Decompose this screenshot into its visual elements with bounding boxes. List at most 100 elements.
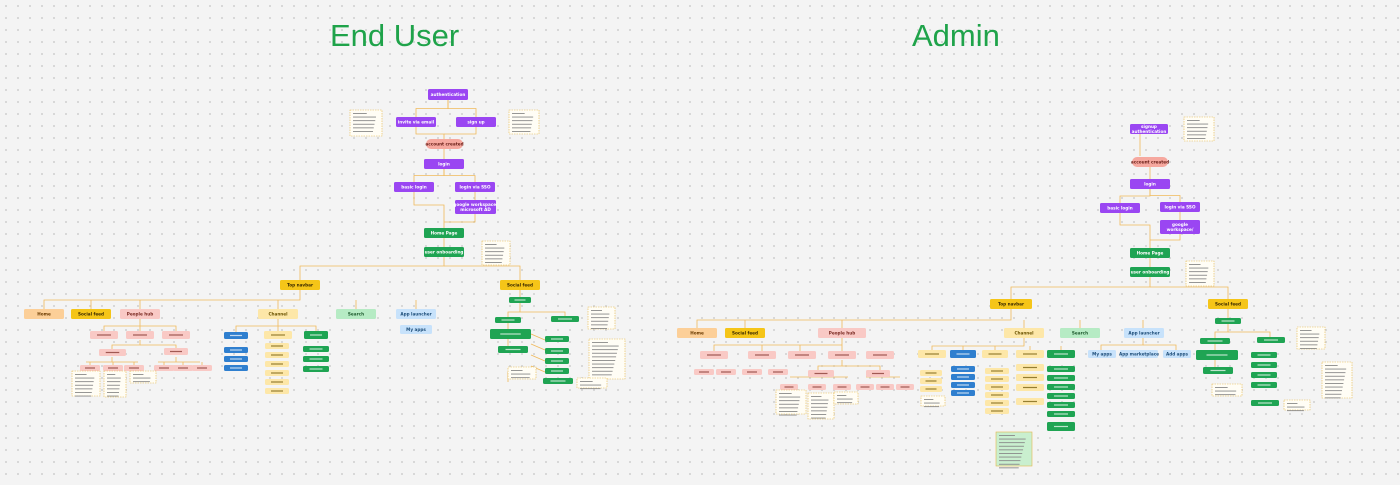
admin-people-hub-leaf[interactable] xyxy=(833,384,851,390)
people-hub-leaf[interactable] xyxy=(173,365,193,371)
admin-channel-child[interactable] xyxy=(950,350,976,358)
admin-channel-child[interactable] xyxy=(1047,350,1075,358)
admin-social-feed-child[interactable] xyxy=(1200,338,1230,344)
channel-child-node[interactable] xyxy=(224,347,248,353)
end-user-my-apps-node[interactable]: My apps xyxy=(400,325,432,334)
sticky-note[interactable] xyxy=(1283,399,1311,412)
admin-channel-child[interactable] xyxy=(982,350,1008,358)
channel-leaf-node[interactable] xyxy=(303,346,329,352)
end-user-tab-app-launcher[interactable]: App launcher xyxy=(396,309,436,319)
admin-people-hub-leaf[interactable] xyxy=(716,369,736,375)
admin-people-hub-leaf[interactable] xyxy=(856,384,874,390)
end-user-google-ms-node[interactable]: google workspace/microsoft AD xyxy=(453,200,498,214)
social-feed-child[interactable] xyxy=(498,346,528,353)
people-hub-leaf[interactable] xyxy=(80,365,100,371)
admin-channel-leaf[interactable] xyxy=(985,408,1009,414)
admin-channel-leaf[interactable] xyxy=(1047,411,1075,417)
channel-leaf-node[interactable] xyxy=(303,366,329,372)
sticky-note[interactable] xyxy=(920,395,946,408)
channel-child-node[interactable] xyxy=(224,365,248,371)
sticky-note[interactable] xyxy=(1211,383,1243,397)
social-feed-child[interactable] xyxy=(490,329,531,339)
admin-login-node[interactable]: login xyxy=(1130,179,1170,189)
sticky-note[interactable] xyxy=(129,370,157,384)
channel-leaf-node[interactable] xyxy=(265,352,289,358)
end-user-home-node[interactable]: Home Page xyxy=(424,228,464,238)
admin-social-feed-node[interactable]: Social feed xyxy=(1208,299,1248,309)
admin-channel-leaf[interactable] xyxy=(985,400,1009,406)
admin-social-feed-child[interactable] xyxy=(1215,318,1241,324)
admin-social-feed-child[interactable] xyxy=(1251,400,1279,406)
channel-leaf-node[interactable] xyxy=(265,370,289,376)
admin-top-navbar-node[interactable]: Top navbar xyxy=(990,299,1032,309)
sticky-note[interactable] xyxy=(507,366,537,380)
social-feed-leaf[interactable] xyxy=(545,348,569,354)
admin-channel-leaf[interactable] xyxy=(951,374,975,380)
channel-child-node[interactable] xyxy=(304,331,328,339)
channel-leaf-node[interactable] xyxy=(265,343,289,349)
admin-social-feed-child[interactable] xyxy=(1257,337,1285,343)
sticky-note[interactable] xyxy=(349,109,383,137)
admin-people-hub-child[interactable] xyxy=(866,351,894,359)
sticky-note[interactable] xyxy=(1321,361,1353,399)
admin-tab-social-feed[interactable]: Social feed xyxy=(725,328,765,338)
admin-channel-leaf[interactable] xyxy=(1047,393,1075,399)
sticky-note[interactable] xyxy=(1185,260,1215,287)
end-user-onboarding-node[interactable]: user onboarding xyxy=(424,247,464,257)
admin-people-hub-leaf[interactable] xyxy=(768,369,788,375)
end-user-tab-home[interactable]: Home xyxy=(24,309,64,319)
admin-social-feed-leaf[interactable] xyxy=(1251,352,1277,358)
sticky-note[interactable] xyxy=(833,391,859,405)
end-user-account-created-node[interactable]: account created xyxy=(425,139,464,149)
admin-my-apps-node[interactable]: My apps xyxy=(1088,350,1116,358)
admin-channel-child[interactable] xyxy=(918,350,946,358)
end-user-login-node[interactable]: login xyxy=(424,159,464,169)
admin-tab-search[interactable]: Search xyxy=(1060,328,1100,338)
sticky-note[interactable] xyxy=(1183,116,1215,142)
sticky-note[interactable] xyxy=(103,370,127,398)
social-feed-child[interactable] xyxy=(495,317,521,323)
channel-leaf-node[interactable] xyxy=(265,361,289,367)
end-user-tab-search[interactable]: Search xyxy=(336,309,376,319)
admin-channel-leaf[interactable] xyxy=(985,368,1009,374)
people-hub-leaf[interactable] xyxy=(192,365,212,371)
admin-social-feed-leaf[interactable] xyxy=(1251,382,1277,388)
sticky-note[interactable] xyxy=(807,392,835,420)
end-user-signup-node[interactable]: sign up xyxy=(456,117,496,127)
admin-channel-leaf[interactable] xyxy=(920,370,942,376)
admin-channel-leaf[interactable] xyxy=(951,366,975,372)
admin-channel-leaf[interactable] xyxy=(1016,364,1044,371)
end-user-tab-channel[interactable]: Channel xyxy=(258,309,298,319)
end-user-top-navbar-node[interactable]: Top navbar xyxy=(280,280,320,290)
admin-app-marketplace-node[interactable]: App marketplace xyxy=(1119,350,1159,358)
admin-basic-login-node[interactable]: basic login xyxy=(1100,203,1140,213)
channel-leaf-node[interactable] xyxy=(303,356,329,362)
people-hub-leaf[interactable] xyxy=(103,365,123,371)
admin-social-feed-leaf[interactable] xyxy=(1251,372,1277,378)
sticky-note[interactable] xyxy=(508,109,540,135)
social-feed-leaf[interactable] xyxy=(545,368,569,374)
admin-channel-leaf[interactable] xyxy=(1047,375,1075,381)
people-hub-leaf[interactable] xyxy=(124,365,144,371)
admin-channel-child[interactable] xyxy=(1016,350,1044,358)
admin-people-hub-child[interactable] xyxy=(700,351,728,359)
admin-tab-people-hub[interactable]: People hub xyxy=(818,328,866,338)
channel-child-node[interactable] xyxy=(224,332,248,339)
admin-channel-leaf[interactable] xyxy=(1047,402,1075,408)
end-user-sso-node[interactable]: login via SSO xyxy=(455,182,495,192)
channel-leaf-node[interactable] xyxy=(265,388,289,394)
channel-child-node[interactable] xyxy=(224,356,248,362)
people-hub-child[interactable] xyxy=(164,348,188,355)
social-feed-child[interactable] xyxy=(551,316,579,322)
social-feed-child[interactable] xyxy=(543,378,573,384)
admin-channel-leaf[interactable] xyxy=(985,376,1009,382)
sticky-note[interactable] xyxy=(576,377,608,390)
sticky-note[interactable] xyxy=(995,431,1033,469)
end-user-invite-node[interactable]: invite via email xyxy=(396,117,436,127)
sticky-note[interactable] xyxy=(1296,326,1326,350)
admin-channel-leaf[interactable] xyxy=(985,392,1009,398)
admin-onboarding-node[interactable]: user onboarding xyxy=(1130,267,1170,277)
